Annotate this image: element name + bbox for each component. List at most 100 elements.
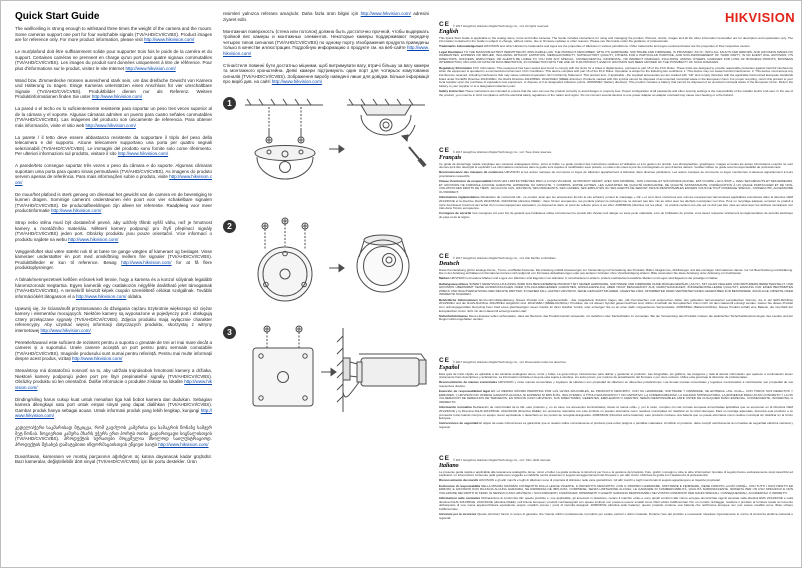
dome-camera-installation-diagram [245, 98, 427, 180]
notice-paragraph-french: Le mur/plafond doit être suffisamment so… [15, 49, 212, 71]
hikvision-link[interactable]: http://www.hikvision.com/ [360, 11, 411, 16]
legal-paragraph: Safety Instruction These instructions ar… [439, 88, 794, 97]
hikvision-link[interactable]: http://www.hikvision.com/ [144, 37, 195, 42]
notice-paragraph-czech: Strop nebo stěna musí být dostatečně pev… [15, 220, 212, 242]
hikvision-link[interactable]: http://www.hikvision.com/ [121, 259, 172, 265]
section-language-heading: Deutsch [439, 261, 460, 267]
language-section-italian: CE© 2017 Hangzhou Hikvision Digital Tech… [439, 455, 793, 522]
rotation-arrow-icon [400, 124, 416, 143]
ce-mark-icon: CE [439, 21, 450, 28]
legal-paragraph: Legal Disclaimer TO THE MAXIMUM EXTENT P… [439, 49, 793, 65]
installation-step-1: 1 [223, 91, 429, 206]
notice-paragraph-german: Wand bzw. Zimmerdecke müssen ausreichend… [15, 77, 212, 100]
notice-paragraph-polish: Upewnij się, że ściana/sufit przystosowa… [15, 305, 212, 333]
hikvision-link[interactable]: http://www.hikvision.com/ [125, 65, 176, 71]
notice-paragraph-turkish: Duvar/tavan, kameranın ve montaj parçası… [15, 453, 212, 465]
legal-paragraph: Esclusione di responsabilità NELLA MISUR… [439, 483, 793, 495]
screws [265, 107, 305, 144]
section-language-heading: Français [439, 155, 462, 161]
ceiling [245, 98, 323, 106]
legal-paragraph: Trademarks Acknowledgement HIKVISION and… [439, 44, 751, 49]
ce-mark-icon: CE [439, 455, 450, 462]
ce-mark-icon: CE [439, 357, 450, 364]
hikvision-link[interactable]: http://www.hikvision.com/ [271, 79, 323, 84]
middle-column: resimleri yalnızca referans amaçlıdır. D… [223, 11, 429, 428]
legal-paragraph: Ce guide de démarrage rapide s'applique … [439, 161, 793, 170]
arrow-icon [321, 367, 337, 377]
hikvision-link[interactable]: http://www.hikvision.com/ [117, 151, 169, 156]
page-title: Quick Start Guide [15, 11, 100, 22]
wall-plate [252, 347, 314, 407]
hikvision-logo: HIKVISION [724, 10, 795, 25]
legal-paragraph: Marken HIKVISION und andere Marken und L… [439, 276, 719, 281]
notice-paragraph-russian: Монтажная поверхность (стена или потолок… [223, 28, 429, 56]
installation-step-3: 3 [223, 320, 429, 420]
cable [342, 381, 360, 398]
hikvision-link[interactable]: http://www.hikvision.com/ [76, 293, 127, 299]
notice-paragraph-slovak: Stena/strop má dostatočnú nosnosť na to,… [15, 368, 212, 390]
notice-paragraph-indonesian: Dinding/siling harus cukup kuat untuk me… [15, 396, 212, 419]
hikvision-link[interactable]: http://www.hikvision.com/ [91, 94, 143, 99]
hikvision-link[interactable]: http://www.hikvision.com/ [72, 356, 123, 361]
hikvision-link[interactable]: http://www.hikvision.com/ [15, 407, 212, 419]
screwdriver-icon [408, 146, 427, 168]
legal-paragraph: Regulatory Information FCC Information: … [439, 65, 794, 88]
hikvision-link[interactable]: http://www.hikvision.com/ [158, 441, 209, 447]
notice-paragraph-romanian: Peretele/tavanul este suficient de rezis… [15, 339, 212, 362]
turret-camera [356, 234, 410, 293]
arrow-icon [329, 263, 345, 273]
copyright-line: © 2017 Hangzhou Hikvision Digital Techno… [452, 360, 567, 364]
copyright-line: © 2017 Hangzhou Hikvision Digital Techno… [452, 24, 550, 28]
legal-paragraph: Información normativa Declaración de con… [439, 405, 793, 421]
legal-paragraph: Exención de responsabilidad legal EN LA … [439, 389, 793, 405]
hikvision-link[interactable]: http://www.hikvision.com/ [223, 45, 429, 56]
bullet-camera [342, 353, 427, 398]
language-section-english: CE© 2017 Hangzhou Hikvision Digital Tech… [439, 21, 793, 99]
notice-paragraph-dutch: De muur/het plafond is sterk genoeg om d… [15, 191, 212, 214]
screws [261, 217, 309, 250]
hikvision-link[interactable]: http://www.hikvision.com/ [15, 379, 212, 390]
legal-paragraph: Haftungsausschluss SOWEIT GESETZLICH ZUL… [439, 281, 793, 297]
ce-mark-icon: CE [439, 253, 450, 260]
screws [263, 325, 303, 350]
mounting-plate [257, 246, 313, 302]
hikvision-link[interactable]: http://www.hikvision.com/ [15, 174, 212, 185]
notice-paragraph-italian: La parete / il tetto deve essere abbasta… [15, 134, 212, 157]
hikvision-link[interactable]: http://www.hikvision.com/ [68, 236, 119, 242]
left-column: Quick Start Guide The wall/ceiling is st… [15, 11, 212, 471]
legal-paragraph: Reconnaissance des marques de commerce H… [439, 170, 793, 178]
ce-mark-icon: CE [439, 147, 450, 154]
notice-paragraph-hungarian: A falnak/mennyezetnek kellően erősnek ke… [15, 277, 212, 299]
copyright-line: © 2017 Hangzhou Hikvision Digital Techno… [452, 458, 551, 462]
legal-paragraph: Behördliche Informationen EU-Konformität… [439, 297, 793, 313]
language-section-spanish: CE© 2017 Hangzhou Hikvision Digital Tech… [439, 357, 793, 431]
legal-paragraph: This Quick Start Guide is applicable to … [439, 35, 793, 44]
legal-paragraph: Sicherheitshinweise Diese Hinweise solle… [439, 313, 793, 322]
right-column: CE© 2017 Hangzhou Hikvision Digital Tech… [439, 1, 793, 567]
turret-camera-installation-diagram [257, 217, 410, 302]
ceiling [347, 98, 425, 106]
legal-paragraph: Diese Kurzanleitung gilt für analoge Dom… [439, 267, 793, 276]
copyright-line: © 2017 Hangzhou Hikvision Digital Techno… [452, 150, 552, 154]
notice-paragraph-spanish: La pared o el techo es lo suficientement… [15, 106, 212, 128]
hikvision-link[interactable]: http://www.hikvision.com/ [85, 122, 136, 128]
copyright-line: © 2017 Hangzhou Hikvision Digital Techno… [452, 256, 557, 260]
mounted-dome-camera [360, 104, 412, 136]
installation-step-2: 2 [223, 214, 429, 312]
hikvision-link[interactable]: http://www.hikvision.com/ [40, 327, 91, 333]
language-section-french: CE© 2017 Hangzhou Hikvision Digital Tech… [439, 147, 793, 221]
notice-paragraph-georgian: კედელი/ჭერი საკმარისად მტკიცეა, რომ გაუძ… [15, 425, 212, 447]
notice-paragraph-portuguese: A parede/teto consegue suportar três vez… [15, 163, 212, 185]
legal-paragraph: Reconocimiento de marcas comerciales HIK… [439, 380, 793, 388]
step-number-badge: 2 [223, 220, 236, 233]
hikvision-link[interactable]: http://www.hikvision.com/ [51, 208, 102, 213]
notice-paragraph-english: The wall/ceiling is strong enough to wit… [15, 26, 212, 42]
section-language-heading: Italiano [439, 463, 459, 469]
legal-paragraph: Instrucciones de seguridad El objeto de … [439, 421, 793, 429]
notice-paragraph-turkish-continued: resimleri yalnızca referans amaçlıdır. D… [223, 11, 429, 22]
legal-paragraph: Clause d'exclusion de responsabilité DAN… [439, 179, 794, 195]
legal-paragraph: Istruzioni per la sicurezza Queste istru… [439, 512, 793, 520]
legal-paragraph: Consignes de sécurité Ces consignes ont … [439, 211, 793, 219]
step-number-badge: 1 [223, 97, 236, 110]
